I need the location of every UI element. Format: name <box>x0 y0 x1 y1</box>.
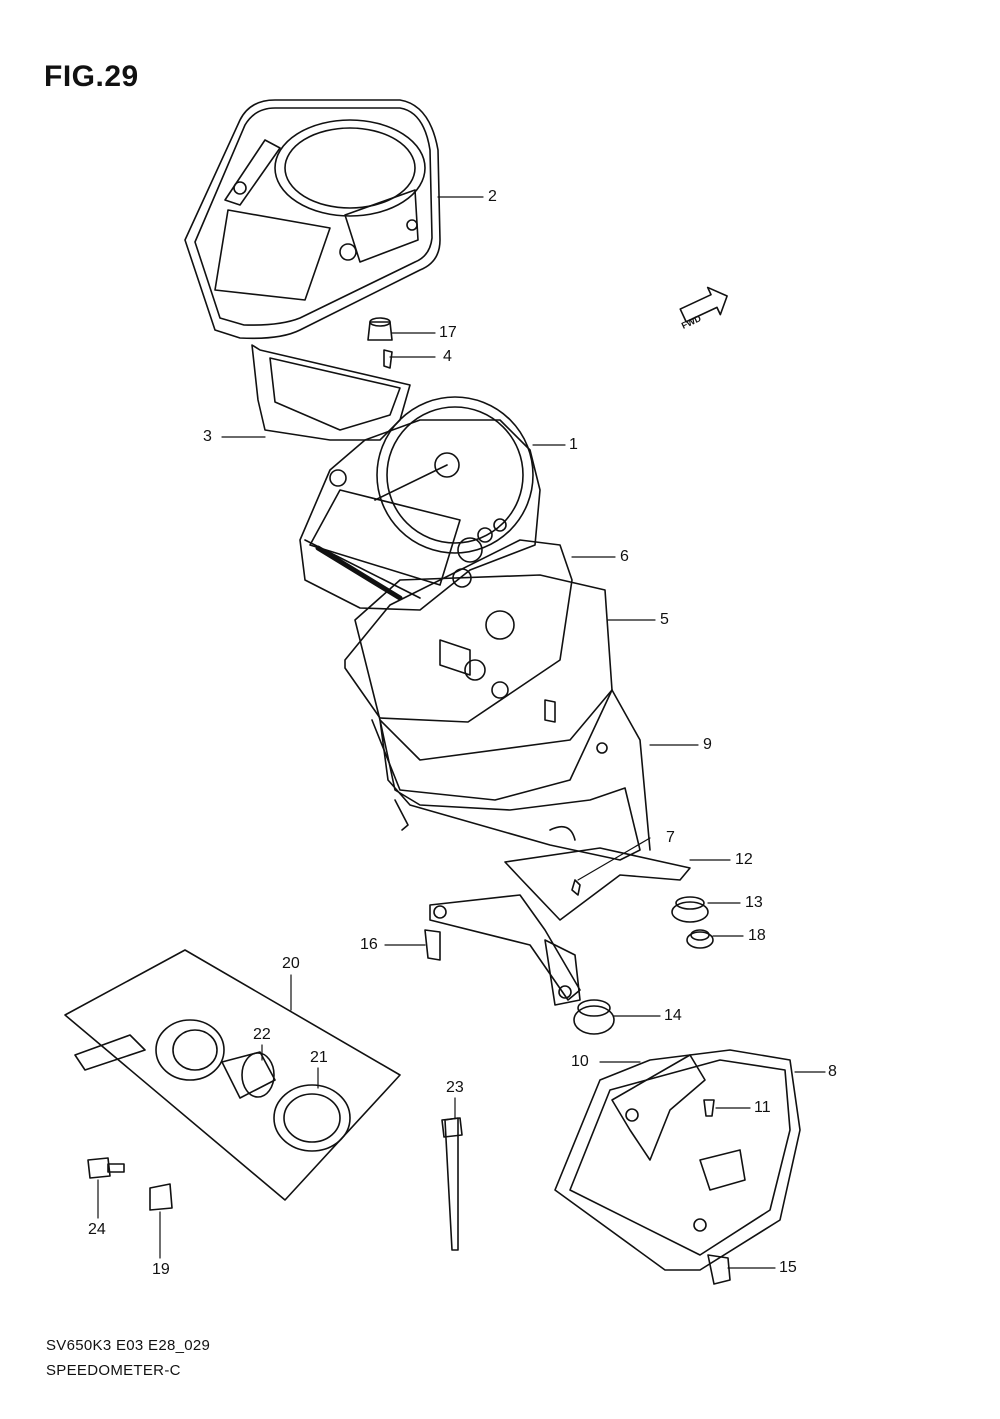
callout-7: 7 <box>666 829 675 846</box>
callout-6: 6 <box>620 548 629 565</box>
bracket-part <box>424 825 691 1006</box>
callout-2: 2 <box>488 188 497 205</box>
callout-13: 13 <box>745 894 763 911</box>
bulb-holder-part <box>221 1051 276 1099</box>
diagram-name: SPEEDOMETER-C <box>46 1362 181 1379</box>
bolt-24-part <box>87 1157 125 1179</box>
callout-10: 10 <box>571 1053 589 1070</box>
figure-title: FIG.29 <box>44 60 139 93</box>
callout-23: 23 <box>446 1079 464 1096</box>
callout-4: 4 <box>443 348 452 365</box>
callout-17: 17 <box>439 324 457 341</box>
callout-21: 21 <box>310 1049 328 1066</box>
screw-11-part <box>703 1099 715 1117</box>
grommet-21-part <box>273 1084 351 1152</box>
leader-lines <box>97 196 826 1269</box>
clip-15-part <box>707 1254 731 1285</box>
callout-14: 14 <box>664 1007 682 1024</box>
callout-3: 3 <box>203 428 212 445</box>
callout-16: 16 <box>360 936 378 953</box>
callout-24: 24 <box>88 1221 106 1238</box>
socket-group-box <box>64 949 401 1201</box>
callout-18: 18 <box>748 927 766 944</box>
cable-tie-part <box>441 1117 463 1251</box>
wire-part <box>344 539 573 723</box>
lower-cover-part <box>554 1049 801 1271</box>
grommet-18-part <box>686 929 714 949</box>
socket-part <box>74 1019 225 1081</box>
speedometer-assembly-part <box>299 396 541 611</box>
callout-5: 5 <box>660 611 669 628</box>
grommet-part <box>367 317 393 369</box>
callout-15: 15 <box>779 1259 797 1276</box>
case-part <box>379 689 651 861</box>
callout-1: 1 <box>569 436 578 453</box>
fwd-badge <box>679 286 728 323</box>
callout-19: 19 <box>152 1261 170 1278</box>
callout-9: 9 <box>703 736 712 753</box>
meter-cover-part <box>184 99 441 340</box>
callout-11: 11 <box>754 1099 771 1116</box>
callout-8: 8 <box>828 1063 837 1080</box>
callout-22: 22 <box>253 1026 271 1043</box>
callout-12: 12 <box>735 851 753 868</box>
grommet-14-part <box>573 999 615 1035</box>
clip-19-part <box>149 1183 173 1211</box>
callout-20: 20 <box>282 955 300 972</box>
diagram-code: SV650K3 E03 E28_029 <box>46 1337 211 1354</box>
lens-plate-part <box>251 344 411 441</box>
grommet-13-part <box>671 896 709 923</box>
